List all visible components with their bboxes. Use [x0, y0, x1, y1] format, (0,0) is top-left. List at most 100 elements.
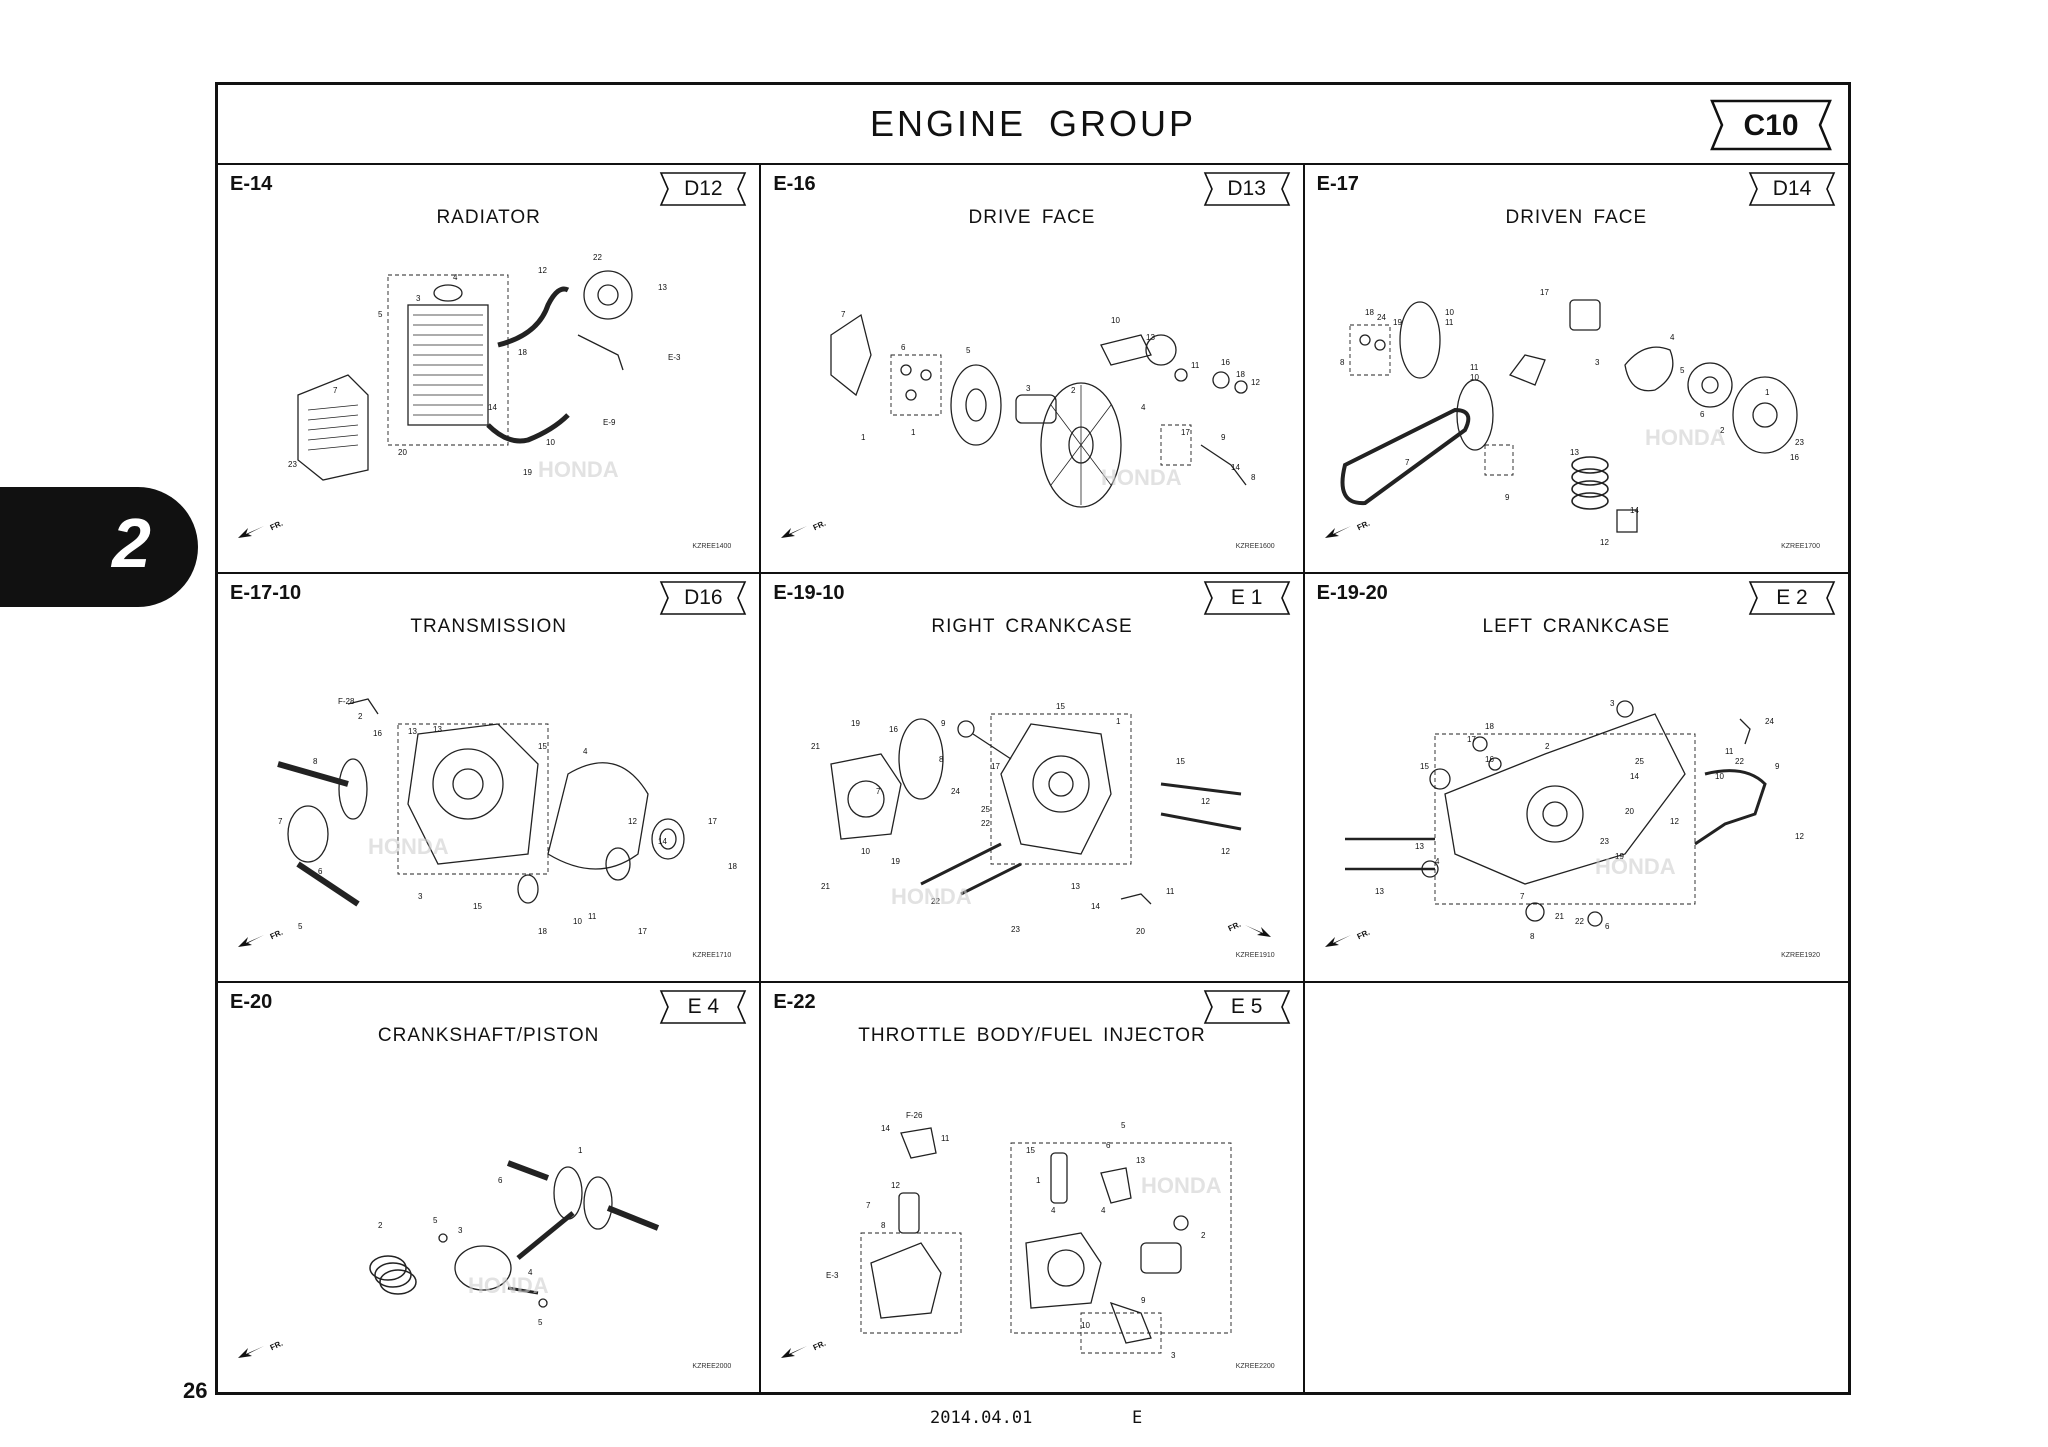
front-arrow-icon [1244, 925, 1271, 937]
svg-text:17: 17 [638, 927, 647, 936]
front-arrow-icon [781, 1346, 808, 1358]
cell-drive-face[interactable]: E-16 D13 DRIVE FACE [761, 165, 1305, 574]
page-ref-badge[interactable]: E 4 [657, 988, 749, 1026]
svg-text:3: 3 [458, 1226, 463, 1235]
svg-text:19: 19 [1615, 852, 1624, 861]
cell-crankshaft-piston[interactable]: E-20 E 4 CRANKSHAFT/PISTON [218, 983, 762, 1392]
svg-text:11: 11 [1725, 747, 1734, 756]
svg-text:13: 13 [1415, 842, 1424, 851]
cell-title: THROTTLE BODY/FUEL INJECTOR [858, 1025, 1206, 1046]
svg-text:15: 15 [1420, 762, 1429, 771]
page-ref-badge[interactable]: E 2 [1746, 579, 1838, 617]
cell-title: RIGHT CRANKCASE [931, 616, 1133, 637]
svg-text:7: 7 [1520, 892, 1525, 901]
svg-text:12: 12 [891, 1181, 900, 1190]
svg-text:13: 13 [1570, 448, 1579, 457]
svg-text:10: 10 [546, 438, 555, 447]
svg-text:3: 3 [1595, 358, 1600, 367]
cell-left-crankcase[interactable]: E-19-20 E 2 LEFT CRANKCASE [1304, 574, 1848, 983]
svg-text:19: 19 [891, 857, 900, 866]
svg-text:HONDA: HONDA [468, 1273, 549, 1298]
cell-code: E-20 [230, 991, 273, 1013]
svg-text:2: 2 [1201, 1231, 1206, 1240]
svg-text:2: 2 [358, 712, 363, 721]
svg-text:12: 12 [1201, 797, 1210, 806]
svg-text:4: 4 [583, 747, 588, 756]
figure-code: KZREE1400 [692, 543, 732, 550]
cell-code: E-19-10 [773, 582, 845, 604]
page-ref-badge[interactable]: E 1 [1201, 579, 1293, 617]
section-code-badge: C10 [1706, 97, 1836, 153]
svg-text:E-3: E-3 [668, 353, 681, 362]
svg-text:1: 1 [1116, 717, 1121, 726]
figure-code: KZREE1920 [1781, 952, 1820, 959]
crankshaft-piston-diagram: 162 534 5 HONDA [369, 1146, 660, 1327]
svg-text:11: 11 [1166, 887, 1175, 896]
svg-text:F-28: F-28 [338, 697, 355, 706]
svg-text:5: 5 [298, 922, 303, 931]
svg-text:4: 4 [1051, 1206, 1056, 1215]
svg-text:7: 7 [866, 1201, 871, 1210]
cell-radiator[interactable]: E-14 D12 RADIATOR [218, 165, 762, 574]
front-arrow-icon [238, 935, 264, 947]
svg-text:3: 3 [418, 892, 423, 901]
svg-text:1: 1 [861, 433, 866, 442]
page-header: ENGINE GROUP C10 [218, 85, 1848, 165]
figure-code: KZREE2000 [692, 1363, 732, 1370]
cell-title: DRIVE FACE [968, 207, 1096, 228]
svg-text:14: 14 [1630, 772, 1639, 781]
svg-text:23: 23 [1600, 837, 1609, 846]
svg-text:10: 10 [1715, 772, 1724, 781]
svg-text:22: 22 [931, 897, 940, 906]
svg-text:10: 10 [1445, 308, 1454, 317]
cell-throttle-body[interactable]: E-22 E 5 THROTTLE BODY/FUEL INJECTOR [761, 983, 1305, 1392]
svg-text:18: 18 [728, 862, 737, 871]
svg-text:2: 2 [1545, 742, 1550, 751]
figure-code: KZREE1600 [1235, 543, 1275, 550]
svg-text:9: 9 [1141, 1296, 1146, 1305]
page-ref-badge[interactable]: D12 [657, 170, 749, 208]
svg-text:18: 18 [1485, 722, 1494, 731]
svg-text:9: 9 [1505, 493, 1510, 502]
svg-text:12: 12 [1221, 847, 1230, 856]
page-ref-badge[interactable]: D13 [1201, 170, 1293, 208]
svg-text:E-3: E-3 [826, 1271, 839, 1280]
svg-text:23: 23 [288, 460, 297, 469]
svg-text:20: 20 [1625, 807, 1634, 816]
svg-text:5: 5 [1680, 366, 1685, 375]
svg-text:15: 15 [538, 742, 547, 751]
page-ref-badge[interactable]: E 5 [1201, 988, 1293, 1026]
cell-code: E-16 [773, 173, 816, 195]
page-ref-badge[interactable]: D14 [1746, 170, 1838, 208]
svg-text:13: 13 [1146, 333, 1155, 342]
svg-text:1: 1 [578, 1146, 583, 1155]
svg-text:16: 16 [889, 725, 898, 734]
svg-text:7: 7 [1405, 458, 1410, 467]
page-ref: E 2 [1776, 586, 1808, 609]
svg-text:20: 20 [1136, 927, 1145, 936]
cell-right-crankcase[interactable]: E-19-10 E 1 RIGHT CRANKCASE [761, 574, 1305, 983]
cell-driven-face[interactable]: E-17 D14 DRIVEN FACE [1304, 165, 1848, 574]
page-ref-badge[interactable]: D16 [657, 579, 749, 617]
svg-text:22: 22 [981, 819, 990, 828]
svg-text:6: 6 [1106, 1141, 1111, 1150]
page-ref: D14 [1772, 177, 1812, 200]
page-title: ENGINE GROUP [869, 103, 1197, 144]
figure-code: KZREE1710 [692, 952, 732, 959]
page-ref: D12 [684, 177, 723, 200]
svg-text:2: 2 [1071, 386, 1076, 395]
footer-date: 2014.04.01 [930, 1408, 1033, 1428]
svg-text:11: 11 [1191, 361, 1200, 370]
svg-text:7: 7 [278, 817, 283, 826]
svg-text:12: 12 [628, 817, 637, 826]
svg-text:10: 10 [573, 917, 582, 926]
svg-text:11: 11 [588, 912, 597, 921]
svg-text:25: 25 [1635, 757, 1644, 766]
svg-text:5: 5 [966, 346, 971, 355]
svg-text:15: 15 [1056, 702, 1065, 711]
cell-transmission[interactable]: E-17-10 D16 TRANSMISSION [218, 574, 762, 983]
svg-text:6: 6 [901, 343, 906, 352]
svg-text:4: 4 [453, 273, 458, 282]
svg-text:21: 21 [821, 882, 830, 891]
